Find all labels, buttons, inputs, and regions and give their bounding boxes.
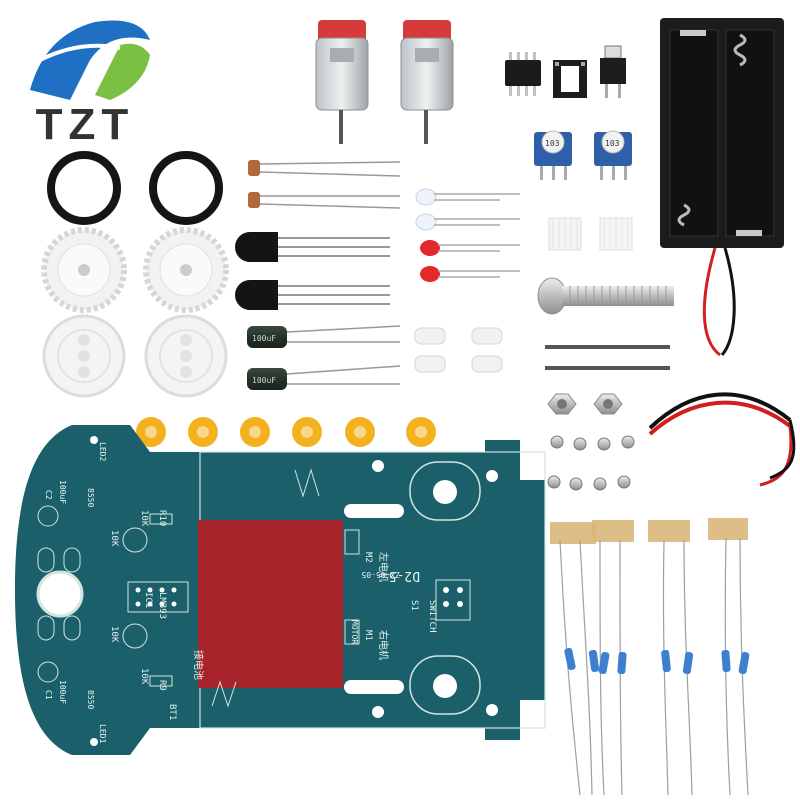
pcb-battery-label: 接电池 [192, 650, 205, 680]
pcb-ic-label: LM393 [157, 592, 167, 619]
photoresistor-1 [248, 160, 401, 177]
trimmer-pot-1-label: 103 [545, 139, 560, 148]
pcb-motor-right-ref: M1 [363, 630, 373, 641]
resistor-bodies [564, 647, 750, 675]
trimmer-pot-2: 103 [594, 130, 632, 180]
yellow-spacers [136, 417, 436, 447]
logo-green-swoosh [95, 43, 150, 100]
pcb-r-top-ref: R10 [157, 510, 167, 526]
plastic-spacer-2 [599, 217, 633, 251]
logo-blue-swoosh [30, 20, 150, 100]
rubber-ring-right [149, 151, 223, 225]
wheel-left [42, 314, 126, 398]
led-white-1 [415, 188, 520, 206]
pcb-switch-label: SWITCH [427, 600, 437, 633]
pcb-pot-bot: 10K [109, 626, 119, 643]
battery-holder [660, 18, 784, 357]
pcb-r-bot-value: 10K [139, 668, 149, 685]
gear-left [41, 227, 127, 313]
pcb-board [15, 425, 546, 755]
red-double-sided-tape [198, 520, 343, 688]
bracket-set [414, 327, 503, 373]
pcb-cap-bot-ref: C1 [44, 690, 53, 700]
pcb-switch-ref: S1 [409, 600, 419, 611]
push-switch [600, 45, 626, 98]
capacitor-1-label: 100uF [252, 334, 276, 343]
pcb-battery-ref: BT1 [167, 704, 177, 720]
pcb-motor-left-label: 左电机 [377, 552, 390, 582]
transistor-1 [235, 232, 390, 262]
pcb-board-id: ZX-05-05 [361, 570, 400, 579]
pcb-cap-bot: 100uF [58, 680, 67, 704]
axle-rod-1 [545, 345, 670, 349]
brand-logo-text: TZT [35, 100, 135, 149]
pcb-board-name: D2-5 [389, 568, 420, 583]
trimmer-pot-1: 103 [534, 130, 572, 180]
pcb-motor-left-ref: M2 [363, 552, 373, 563]
pcb-motor-word: MOTOR [350, 620, 359, 644]
led-white-2 [415, 213, 520, 231]
pcb-led-top: LED2 [98, 442, 107, 461]
resistor-tape-strips [550, 518, 748, 544]
pcb-q-bot: 8550 [86, 690, 95, 709]
pcb-cap-top-ref: C2 [44, 490, 53, 500]
power-wire [648, 392, 796, 487]
pcb-q-top: 8550 [86, 488, 95, 507]
plastic-spacer-1 [548, 217, 582, 251]
pcb-r-top-value: 10K [139, 510, 149, 527]
gear-right [143, 227, 229, 313]
long-bolt [537, 277, 674, 315]
capacitor-1: 100uF [247, 325, 401, 348]
brand-logo [30, 20, 150, 100]
pcb-cap-top: 100uF [58, 480, 67, 504]
resistor-leads [559, 537, 749, 796]
led-red-1 [420, 240, 520, 256]
dc-motor-left [315, 20, 369, 144]
pcb-ic-ref: IC1 [143, 592, 153, 608]
ic-chip [505, 52, 541, 96]
pcb-motor-right-label: 右电机 [377, 630, 390, 660]
photoresistor-2 [248, 192, 401, 209]
pcb-r-bot-ref: R9 [157, 680, 167, 691]
pcb-pot-top: 10K [109, 530, 119, 547]
capacitor-2: 100uF [247, 365, 401, 390]
dc-motor-right [400, 20, 454, 144]
capacitor-2-label: 100uF [252, 376, 276, 385]
wheel-right [144, 314, 228, 398]
pcb-silkscreen: D2-5 ZX-05-05 SWITCH S1 LM393 IC1 左电机 M2… [44, 442, 437, 743]
led-red-2 [420, 266, 520, 282]
pcb-led-bot: LED1 [98, 724, 107, 743]
transistor-2 [235, 280, 390, 310]
axle-rod-2 [545, 366, 670, 370]
rubber-ring-left [47, 151, 121, 225]
screw-set [547, 435, 635, 491]
nut-pair [547, 393, 623, 415]
trimmer-pot-2-label: 103 [605, 139, 620, 148]
ic-socket [553, 60, 587, 98]
